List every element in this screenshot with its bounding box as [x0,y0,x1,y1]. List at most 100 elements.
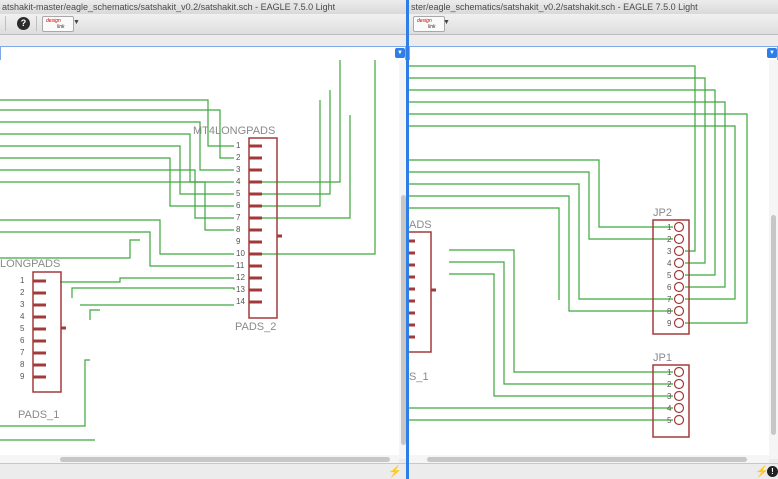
vertical-scrollbar[interactable] [399,60,406,459]
lightning-bolt-icon: ⚡ [755,466,769,478]
pin-number: 9 [236,237,241,246]
part-label-longpads: LONGPADS [0,258,60,270]
pin-number: 8 [20,360,25,369]
pin-number: 8 [236,225,241,234]
pin-number: 5 [667,416,672,425]
window-title: ster/eagle_schematics/satshakit_v0.2/sat… [409,0,778,15]
pin-number: 1 [667,368,672,377]
toolbar-separator [5,16,6,31]
wire [409,207,560,300]
status-bar: ⚡ [0,463,406,479]
pin-number: 3 [20,300,25,309]
pin-number: 9 [667,319,672,328]
scroll-thumb[interactable] [771,215,776,435]
wire [0,181,234,231]
design-link-logo-icon[interactable]: design link [413,16,445,32]
pin-ring [673,366,685,378]
pin-number: 6 [20,336,25,345]
pin-number: 7 [667,295,672,304]
pin-number: 10 [236,249,245,258]
logo-text-bottom: link [57,24,65,30]
pin-number: 3 [236,165,241,174]
wire [0,121,234,171]
wire [262,100,321,207]
pin-number: 5 [20,324,25,333]
pin-number: 5 [236,189,241,198]
pin-number: 2 [236,153,241,162]
pin-number: 12 [236,273,245,282]
pin-number: 7 [236,213,241,222]
wire [409,125,736,300]
scroll-thumb[interactable] [427,457,747,462]
wire [262,115,351,219]
wire [449,273,673,397]
wire [0,99,234,147]
wire [409,171,673,240]
wire [0,169,234,219]
wires [409,65,748,421]
chevron-down-icon[interactable]: ▼ [767,48,777,58]
chevron-down-icon[interactable]: ▼ [395,48,405,58]
part-label-jp1: JP1 [653,352,672,364]
right-eagle-window: ster/eagle_schematics/satshakit_v0.2/sat… [409,0,778,479]
pin-number: 2 [667,380,672,389]
chevron-down-icon[interactable]: ▼ [73,19,80,26]
wire [262,60,341,183]
wire [0,239,140,259]
part-label-ads: ADS [409,219,432,231]
info-icon[interactable]: ! [767,466,778,477]
wire [409,77,706,264]
scroll-thumb[interactable] [401,195,406,445]
part-label-pads-2: PADS_2 [235,321,276,333]
pin-number: 4 [667,404,672,413]
pin-number: 1 [20,276,25,285]
help-icon[interactable]: ? [17,17,30,30]
part-body-pads-2 [248,137,278,319]
wire [409,113,748,324]
horizontal-scrollbar[interactable] [409,455,769,463]
wire [409,65,696,252]
chevron-down-icon[interactable]: ▼ [443,19,450,26]
toolbar-separator [36,16,37,31]
command-line-input[interactable]: ▼ [0,46,406,61]
toolbar: design link ▼ [409,14,778,35]
pin-number: 5 [667,271,672,280]
pin-ring [673,221,685,233]
pin-ring [673,305,685,317]
part-label-mt4longpads: MT4LONGPADS [193,125,275,137]
wire [71,287,235,298]
wire [0,231,234,267]
wire [262,90,331,195]
wire [409,183,673,300]
wire [0,133,234,183]
vertical-scrollbar[interactable] [769,60,778,459]
pin-number: 14 [236,297,245,306]
scroll-thumb[interactable] [60,457,390,462]
pin-ring [673,281,685,293]
toolbar: ? design link ▼ [0,14,406,35]
window-divider[interactable] [406,0,409,479]
pin-ring [673,390,685,402]
pin-ring [673,293,685,305]
pin-number: 4 [20,312,25,321]
window-title: atshakit-master/eagle_schematics/satshak… [0,0,406,15]
wire [262,60,376,255]
wire [449,261,673,385]
pin-number: 2 [20,288,25,297]
status-bar: ⚡ ! [409,463,778,479]
design-link-logo-icon[interactable]: design link [42,16,74,32]
wire [409,89,716,276]
pin-number: 7 [20,348,25,357]
horizontal-scrollbar[interactable] [0,455,399,463]
part-label-pads-1: PADS_1 [18,409,59,421]
command-line-input[interactable]: ▼ [409,46,778,61]
pin-ring [673,414,685,426]
pin-number: 4 [667,259,672,268]
wire [0,219,234,255]
pin-number: 6 [236,201,241,210]
